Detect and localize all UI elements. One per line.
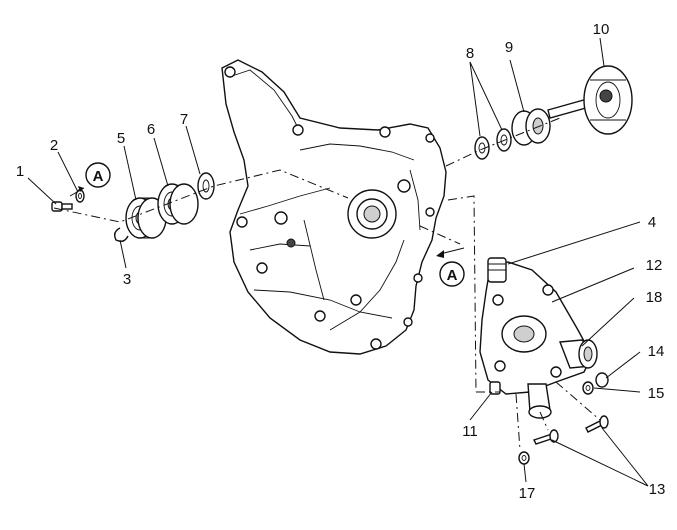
washer-part-15 [582, 381, 594, 395]
arrow-head-right [436, 250, 444, 258]
arrow-head-left [78, 186, 84, 192]
callout-17: 17 [519, 485, 536, 502]
callout-1: 1 [16, 163, 24, 180]
callout-4: 4 [648, 214, 656, 231]
lower-pipe-fitting [527, 383, 552, 419]
dowel-part-11 [489, 381, 501, 395]
callout-14: 14 [648, 343, 665, 360]
callout-6: 6 [147, 121, 155, 138]
washer-part-17 [518, 451, 530, 465]
assembly-axis-right [445, 117, 561, 167]
callout-10: 10 [593, 21, 610, 38]
svg-text:A: A [447, 267, 458, 284]
impeller-shaft-part-10 [547, 65, 633, 135]
leader-lines [27, 37, 649, 487]
washer-part-7 [197, 172, 215, 200]
plug-part-14 [595, 372, 609, 388]
assembly-axis-pump [419, 225, 461, 245]
screws-part-13 [533, 415, 609, 445]
assembly-axis-screws [515, 381, 601, 451]
crankcase-cover [221, 59, 447, 355]
callout-15: 15 [648, 385, 665, 402]
callout-8: 8 [466, 45, 474, 62]
callout-13: 13 [649, 481, 666, 498]
assembly-axis-left [53, 169, 349, 223]
seal-part-9 [511, 108, 551, 146]
callout-9: 9 [505, 39, 513, 56]
detail-marker-a-right: A [439, 261, 465, 287]
callout-11: 11 [462, 423, 478, 440]
hose-fitting-part-4 [487, 257, 507, 283]
callout-5: 5 [117, 130, 125, 147]
washer-pair-part-8 [474, 128, 512, 160]
bearing-part-6 [157, 183, 199, 225]
callout-2: 2 [50, 137, 58, 154]
callout-3: 3 [123, 271, 131, 288]
callout-18: 18 [646, 289, 663, 306]
bolt-part-1 [51, 201, 73, 212]
callout-7: 7 [180, 111, 188, 128]
outlet-pipe-part-18 [559, 339, 598, 369]
detail-marker-a-left: A [85, 162, 111, 188]
callout-12: 12 [646, 257, 663, 274]
circlip-part-3 [113, 227, 129, 243]
assembly-frame [447, 195, 477, 393]
pump-cover [479, 261, 593, 395]
svg-text:A: A [93, 168, 104, 185]
